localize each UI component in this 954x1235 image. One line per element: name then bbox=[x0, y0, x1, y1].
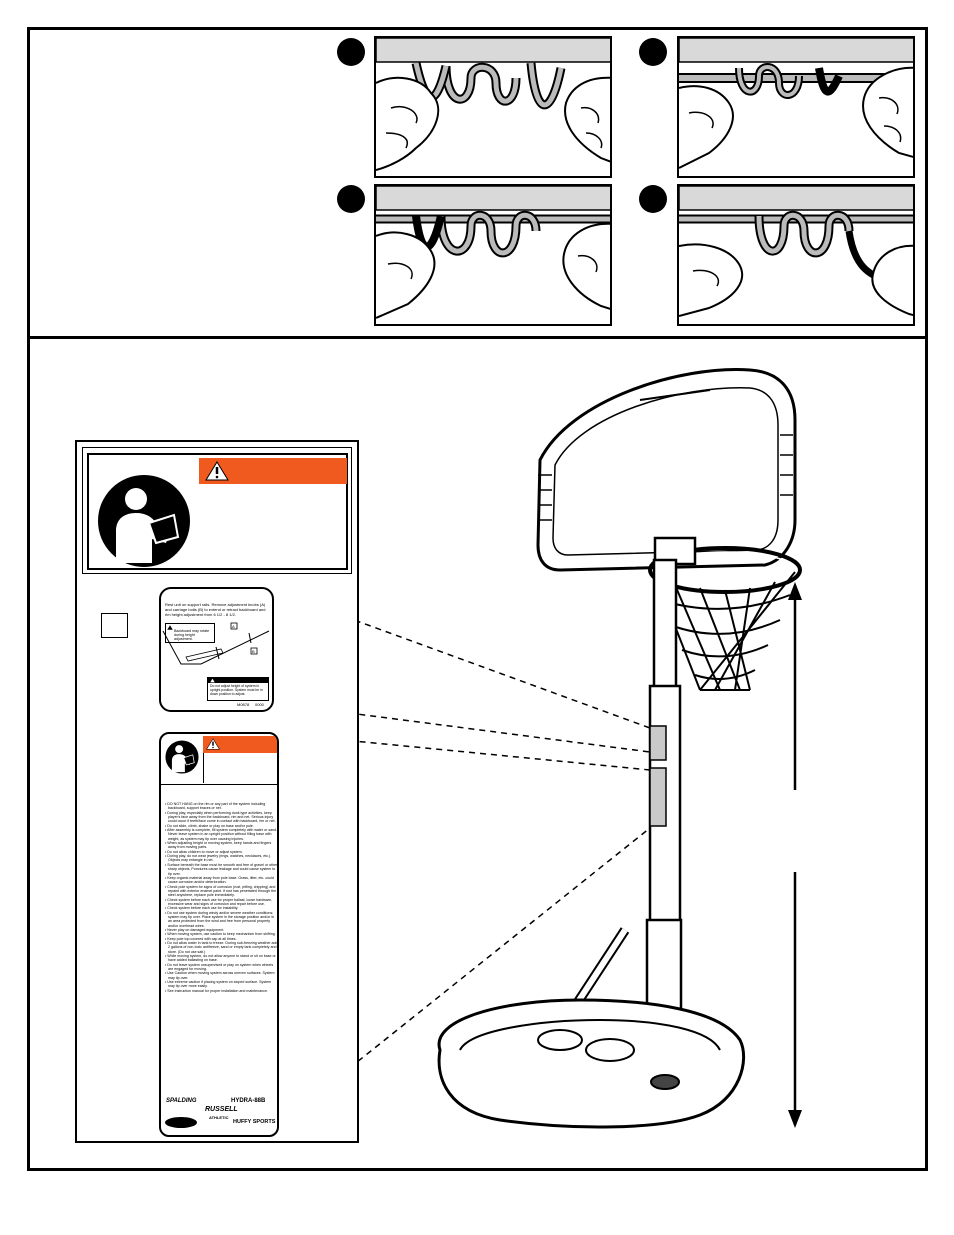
brand-russell: RUSSELL bbox=[205, 1106, 238, 1113]
safety-instructions-list: • DO NOT HANG on the rim or any part of … bbox=[164, 802, 278, 993]
step-2-illustration bbox=[677, 36, 915, 178]
step-4-illustration bbox=[677, 184, 915, 326]
brand-spalding: SPALDING bbox=[166, 1098, 197, 1104]
step-dot-icon bbox=[639, 185, 667, 213]
decal-b-location bbox=[649, 767, 667, 827]
decal-a-bottom-warning: Do not adjust height of system in uprigh… bbox=[210, 684, 263, 696]
warning-triangle-icon bbox=[206, 738, 220, 750]
height-adjust-decal: Rest unit on support rails. Remove adjus… bbox=[159, 587, 274, 712]
decal-b-warning-header bbox=[203, 736, 277, 753]
decal-a-bottom-warning-box: Do not adjust height of system in uprigh… bbox=[207, 677, 269, 701]
main-warning-label bbox=[82, 447, 352, 574]
adjustment-diagram bbox=[162, 622, 270, 665]
read-manual-icon bbox=[165, 740, 199, 774]
callout-a: A bbox=[232, 624, 235, 629]
warning-header-bar bbox=[199, 458, 347, 484]
safety-list-item: • Surface beneath the base must be smoot… bbox=[165, 862, 278, 876]
decal-a-code-right: 0000 bbox=[255, 702, 264, 707]
safety-list-item: • During play, do not wear jewelry (ring… bbox=[165, 854, 272, 863]
warning-triangle-icon bbox=[205, 461, 229, 481]
safety-list-item: • When moving system, use caution to kee… bbox=[165, 932, 276, 937]
brand-model: HYDRA-88B bbox=[231, 1098, 266, 1104]
safety-list-item: • Do not leave system unsupervised or pl… bbox=[165, 962, 274, 972]
safety-list-item: • When adjusting height or moving system… bbox=[165, 841, 272, 850]
safety-list-item: • See instruction manual for proper inst… bbox=[165, 988, 268, 993]
safety-list-item: • DO NOT HANG on the rim or any part of … bbox=[165, 802, 266, 811]
step-dot-icon bbox=[639, 38, 667, 66]
safety-list-item: • Keep organic material away from pole b… bbox=[165, 875, 274, 885]
decal-a-instructions: Rest unit on support rails. Remove adjus… bbox=[165, 602, 266, 617]
decal-b-divider bbox=[203, 753, 204, 783]
decal-a-caution-box: Backboard may rotate during height adjus… bbox=[165, 623, 215, 643]
step-1-illustration bbox=[374, 36, 612, 178]
safety-list-item: • Never play on damaged equipment. bbox=[165, 927, 225, 932]
safety-list-item: • Do not use system during windy and/or … bbox=[165, 910, 275, 928]
safety-list-item: • Do not allow water in tank to freeze. … bbox=[165, 941, 278, 954]
warning-triangle-icon bbox=[210, 678, 215, 683]
decal-placement-frame bbox=[27, 336, 928, 1171]
callout-b: B bbox=[252, 649, 255, 654]
step-3-illustration bbox=[374, 184, 612, 326]
brand-athletic: ATHLETIC bbox=[209, 1115, 229, 1120]
safety-warning-decal: • DO NOT HANG on the rim or any part of … bbox=[159, 732, 279, 1137]
brand-huffy: HUFFY SPORTS bbox=[233, 1119, 276, 1125]
reference-box bbox=[101, 613, 128, 638]
safety-list-item: • Check system before each use for prope… bbox=[165, 897, 273, 906]
safety-list-item: • Use Caution when moving system across … bbox=[165, 971, 275, 980]
main-warning-inner bbox=[87, 453, 348, 570]
safety-list-item: • Do not slide, climb, shake or play on … bbox=[165, 823, 254, 828]
safety-list-item: • During play, especially when performin… bbox=[165, 810, 276, 824]
step-dot-icon bbox=[337, 185, 365, 213]
read-manual-icon bbox=[98, 475, 190, 567]
decal-a-location bbox=[649, 725, 667, 761]
safety-list-item: • After assembly is complete, fill syste… bbox=[165, 828, 278, 841]
safety-list-item: • While moving system, do not allow anyo… bbox=[165, 954, 276, 963]
warning-triangle-icon bbox=[167, 625, 173, 630]
step-dot-icon bbox=[337, 38, 365, 66]
safety-list-item: • Keep pole top covered with cap at all … bbox=[165, 936, 237, 941]
decal-a-code-left: M0878 bbox=[237, 702, 250, 707]
brand-oval-logo bbox=[165, 1117, 197, 1128]
safety-list-item: • Check system before each use for insta… bbox=[165, 906, 239, 911]
decal-b-rule bbox=[161, 784, 277, 785]
decal-a-caution-text: Backboard may rotate during height adjus… bbox=[174, 629, 210, 641]
safety-list-item: • Check pole system for signs of corrosi… bbox=[165, 884, 277, 898]
safety-list-item: • Use extreme caution if placing system … bbox=[165, 980, 272, 989]
safety-list-item: • Do not allow children to move or adjus… bbox=[165, 849, 243, 854]
warning-label-card: Rest unit on support rails. Remove adjus… bbox=[75, 440, 359, 1143]
basketball-system-illustration bbox=[437, 368, 802, 1129]
